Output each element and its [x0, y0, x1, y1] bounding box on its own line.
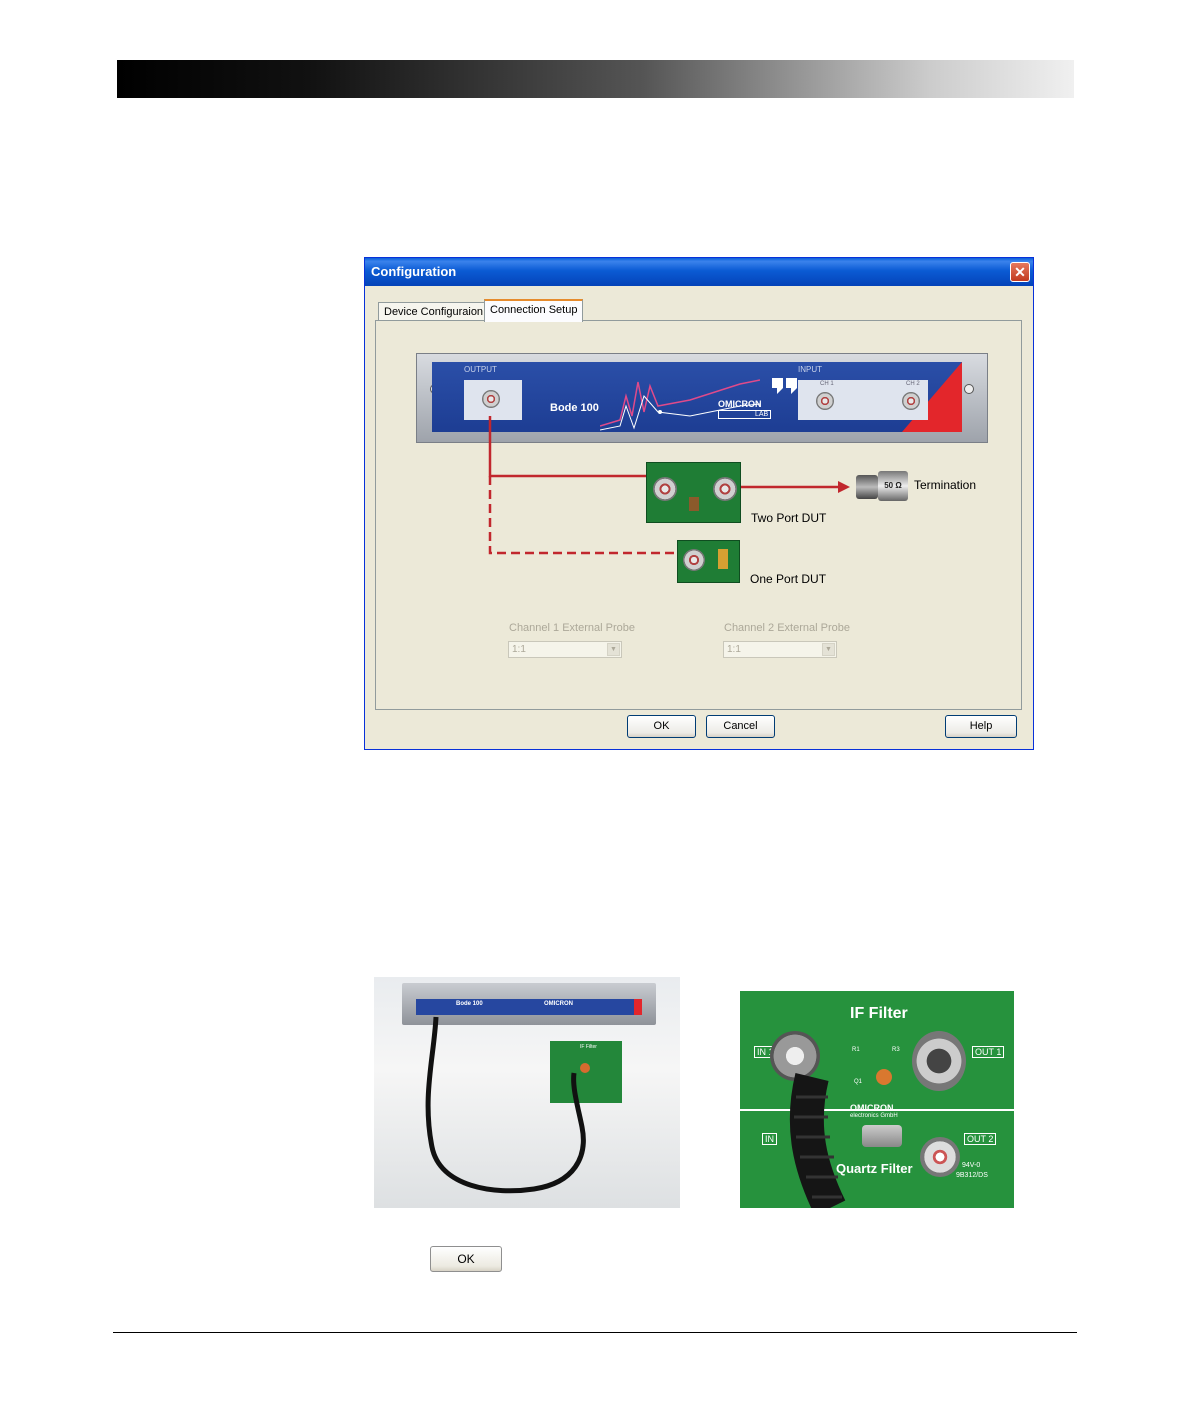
photo-cable [425, 1016, 586, 1194]
output-port-area [464, 380, 522, 420]
channel2-probe-value: 1:1 [727, 644, 741, 655]
tab-device-configuration[interactable]: Device Configuraion [378, 302, 490, 321]
dialog-title: Configuration [371, 264, 457, 279]
closeup-out2-label: OUT 2 [964, 1133, 997, 1145]
channel1-probe-label: Channel 1 External Probe [509, 622, 635, 634]
dut-out-connector-icon [713, 477, 737, 501]
input-port-area: CH 1 CH 2 [798, 380, 928, 420]
channel2-probe-select[interactable]: 1:1 ▼ [723, 641, 837, 658]
output-connector-icon [482, 390, 500, 408]
ch1-label: CH 1 [820, 381, 834, 387]
footer-rule [113, 1332, 1077, 1333]
photo-red-corner [634, 999, 642, 1015]
closeup-q1-label: Q1 [854, 1079, 863, 1085]
closeup-brand: OMICRON [850, 1103, 894, 1113]
closeup-divider-line [740, 1109, 1014, 1111]
screw-icon [964, 384, 974, 394]
connection-wires [488, 416, 850, 555]
one-port-dut-board [677, 540, 740, 583]
photo-device-model: Bode 100 [456, 1001, 483, 1007]
tab-label: Device Configuraion [384, 306, 484, 318]
component-icon [689, 497, 699, 511]
dut-in-connector-icon [653, 477, 677, 501]
closeup-out2-connector-icon [920, 1137, 960, 1177]
termination-body-icon [856, 475, 878, 499]
board-closeup-photo: IF Filter IN 1 OUT 1 IN OUT 2 R1 R3 Q1 O… [730, 977, 1020, 1208]
photo-device-case: Bode 100 OMICRON [402, 983, 656, 1025]
dut-connector-icon [683, 549, 705, 571]
closeup-footer-label: Quartz Filter [836, 1161, 913, 1176]
photo-device-brand: OMICRON [544, 1001, 573, 1007]
channel1-probe-select[interactable]: 1:1 ▼ [508, 641, 622, 658]
component-icon [580, 1063, 590, 1073]
one-port-dut-label: One Port DUT [750, 572, 827, 586]
channel2-probe-label: Channel 2 External Probe [724, 622, 850, 634]
device-setup-photo: Bode 100 OMICRON IF Filter [374, 977, 680, 1208]
closeup-brand-sub: electronics GmbH [850, 1113, 898, 1119]
two-port-dut-label: Two Port DUT [751, 511, 827, 525]
two-port-dut-board [646, 462, 741, 523]
closeup-out-connector-icon [912, 1031, 966, 1091]
closeup-r1-label: R1 [852, 1047, 860, 1053]
termination-connector: 50 Ω [856, 469, 910, 503]
closeup-in2-label: IN [762, 1133, 777, 1145]
frequency-curve-icon [600, 379, 760, 431]
input-label: INPUT [798, 365, 822, 374]
closeup-r3-label: R3 [892, 1047, 900, 1053]
termination-value: 50 Ω [884, 481, 902, 490]
ch1-connector-icon [816, 392, 834, 410]
closeup-code: 94V-0 [962, 1162, 981, 1169]
closeup-board-title: IF Filter [850, 1005, 908, 1022]
termination-cap: 50 Ω [878, 471, 908, 501]
ok-button-illustration[interactable]: OK [430, 1246, 502, 1272]
device-face: OUTPUT Bode 100 OMICRON LAB INPUT CH 1 [432, 362, 962, 432]
closeup-board: IF Filter IN 1 OUT 1 IN OUT 2 R1 R3 Q1 O… [740, 991, 1014, 1208]
close-icon: ✕ [1014, 264, 1026, 280]
omicron-logo-icon [772, 378, 797, 394]
bode-device-panel: OUTPUT Bode 100 OMICRON LAB INPUT CH 1 [416, 353, 988, 443]
tab-connection-setup[interactable]: Connection Setup [484, 299, 584, 322]
output-label: OUTPUT [464, 365, 497, 374]
channel1-probe-value: 1:1 [512, 644, 526, 655]
component-icon [718, 549, 728, 569]
ok-button[interactable]: OK [627, 715, 696, 738]
connection-setup-panel: OUTPUT Bode 100 OMICRON LAB INPUT CH 1 [375, 320, 1022, 710]
termination-label: Termination [914, 478, 977, 492]
trimmer-icon [876, 1069, 892, 1085]
dialog-titlebar[interactable]: Configuration ✕ [365, 258, 1033, 286]
crystal-icon [862, 1125, 902, 1147]
photo-device-face: Bode 100 OMICRON [416, 999, 642, 1015]
closeup-part: 9B312/DS [956, 1172, 988, 1179]
device-brand: OMICRON [718, 399, 762, 409]
photo-dut-board: IF Filter [550, 1041, 622, 1103]
device-brand-sub: LAB [718, 410, 772, 419]
header-bar [117, 60, 1074, 98]
photo-board-title: IF Filter [580, 1044, 597, 1050]
chevron-down-icon[interactable]: ▼ [822, 643, 835, 656]
chevron-down-icon[interactable]: ▼ [607, 643, 620, 656]
cancel-button[interactable]: Cancel [706, 715, 775, 738]
ch2-connector-icon [902, 392, 920, 410]
closeup-out1-label: OUT 1 [972, 1046, 1005, 1058]
tab-label: Connection Setup [490, 304, 578, 316]
configuration-dialog: Configuration ✕ Device Configuraion Conn… [364, 257, 1034, 750]
closeup-cable [789, 1073, 846, 1208]
help-button[interactable]: Help [945, 715, 1017, 738]
closeup-in-connector-icon [770, 1031, 820, 1081]
ch2-label: CH 2 [906, 381, 920, 387]
close-button[interactable]: ✕ [1010, 262, 1030, 282]
device-model: Bode 100 [550, 402, 599, 414]
